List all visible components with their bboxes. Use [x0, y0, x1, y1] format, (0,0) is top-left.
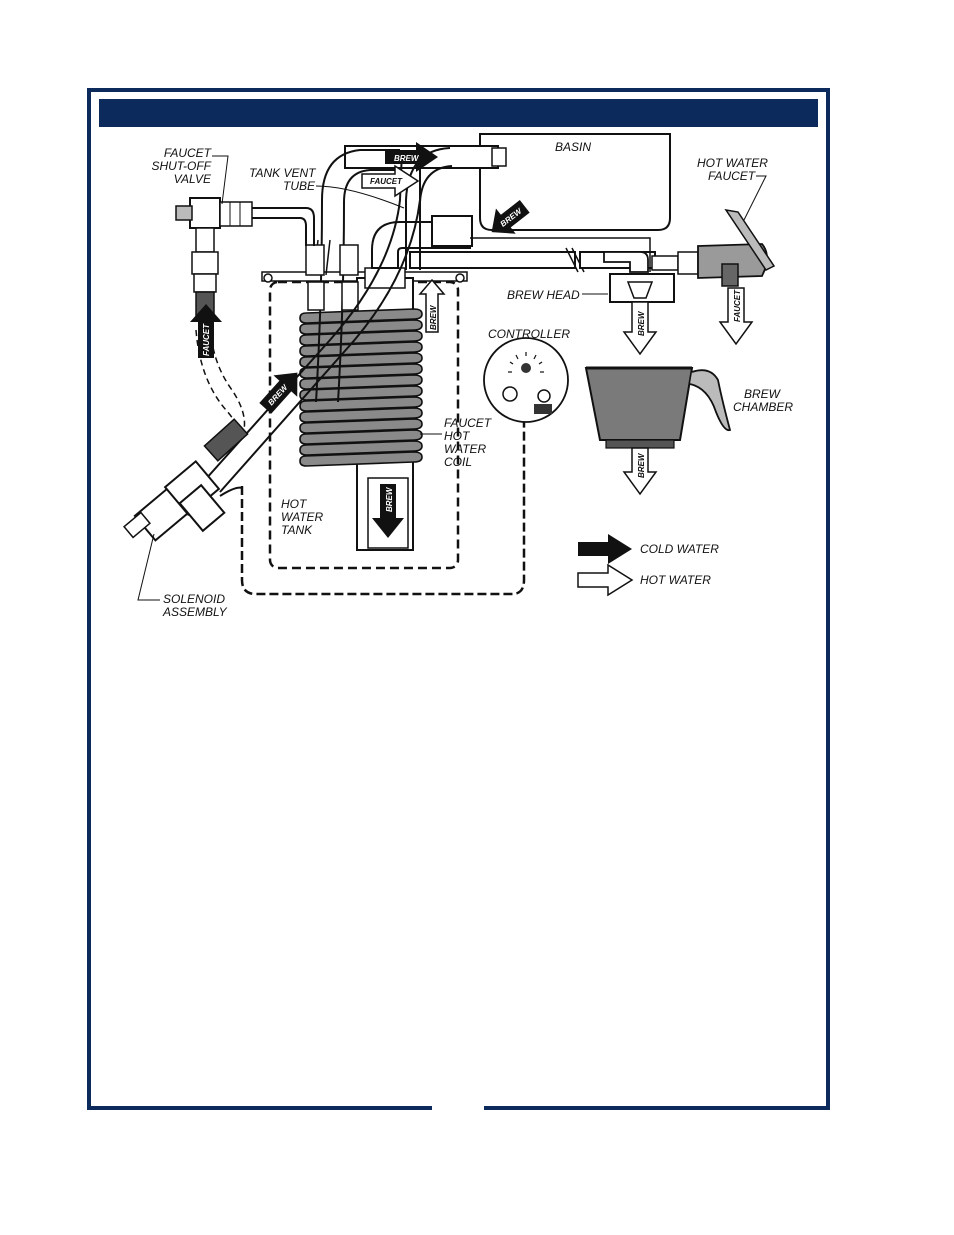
cold-water-legend-label: COLD WATER: [640, 542, 719, 556]
label-hot-water-tank: HOT WATER TANK: [281, 497, 324, 537]
faucet-arrow-cold: FAUCET: [190, 304, 222, 358]
cold-water-legend-arrow: [578, 534, 632, 564]
svg-text:WATER: WATER: [444, 442, 487, 456]
brew-arrow-head-down: BREW: [624, 302, 656, 354]
svg-text:VALVE: VALVE: [174, 172, 212, 186]
label-brew-head: BREW HEAD: [507, 288, 608, 302]
svg-text:BREW: BREW: [394, 154, 420, 163]
svg-text:BREW: BREW: [637, 452, 646, 478]
svg-text:FAUCET: FAUCET: [444, 416, 493, 430]
svg-text:FAUCET: FAUCET: [202, 323, 211, 356]
svg-text:BREW: BREW: [385, 486, 394, 512]
svg-text:BREW: BREW: [744, 387, 782, 401]
svg-text:HOT: HOT: [281, 497, 308, 511]
svg-text:ASSEMBLY: ASSEMBLY: [162, 605, 228, 619]
svg-text:SOLENOID: SOLENOID: [163, 592, 225, 606]
svg-text:FAUCET: FAUCET: [164, 146, 213, 160]
label-faucet-shutoff-valve: FAUCET SHUT-OFF VALVE: [151, 146, 228, 204]
label-solenoid-assembly: SOLENOID ASSEMBLY: [138, 534, 228, 619]
svg-text:CHAMBER: CHAMBER: [733, 400, 793, 414]
svg-text:FAUCET: FAUCET: [733, 289, 742, 322]
label-brew-chamber: BREW CHAMBER: [733, 387, 793, 414]
svg-text:COIL: COIL: [444, 455, 472, 469]
label-basin: BASIN: [555, 140, 591, 154]
svg-text:BREW HEAD: BREW HEAD: [507, 288, 580, 302]
svg-text:FAUCET: FAUCET: [708, 169, 757, 183]
brew-chamber: [586, 368, 730, 448]
hot-water-legend-label: HOT WATER: [640, 573, 711, 587]
brew-arrow-up: BREW: [420, 280, 444, 332]
brew-arrow-chamber-down: BREW: [624, 448, 656, 494]
svg-text:BREW: BREW: [429, 304, 438, 330]
faucet-shutoff-valve: [176, 198, 252, 318]
svg-text:HOT WATER: HOT WATER: [697, 156, 768, 170]
svg-text:WATER: WATER: [281, 510, 324, 524]
controller: [484, 338, 568, 422]
svg-text:FAUCET: FAUCET: [370, 177, 403, 186]
svg-text:TUBE: TUBE: [283, 179, 316, 193]
svg-text:TANK: TANK: [281, 523, 313, 537]
brew-arrow-tank-down: BREW: [368, 478, 408, 548]
svg-text:SHUT-OFF: SHUT-OFF: [151, 159, 211, 173]
svg-text:BREW: BREW: [637, 310, 646, 336]
label-controller: CONTROLLER: [488, 327, 570, 341]
svg-text:HOT: HOT: [444, 429, 471, 443]
legend: COLD WATER HOT WATER: [578, 534, 719, 595]
label-faucet-hot-water-coil: FAUCET HOT WATER COIL: [420, 416, 493, 469]
faucet-arrow-down: FAUCET: [720, 288, 752, 344]
outlet-pipe: [410, 252, 575, 268]
svg-text:TANK VENT: TANK VENT: [249, 166, 317, 180]
hot-water-legend-arrow: [578, 565, 632, 595]
solenoid-assembly: [124, 419, 247, 540]
